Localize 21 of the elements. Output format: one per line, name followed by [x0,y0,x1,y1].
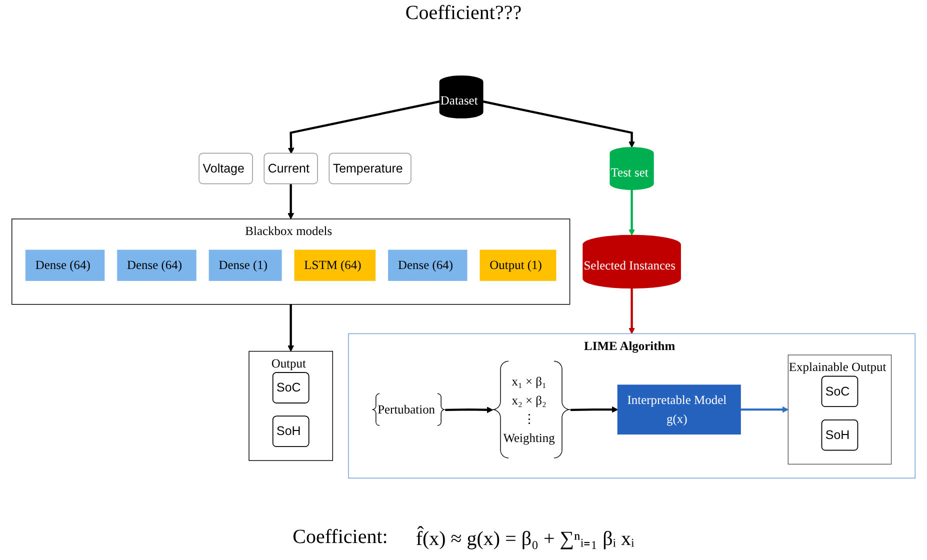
arrow [445,406,494,414]
arrow [740,406,788,413]
node-box: Interpretable Model g(x) [617,384,741,434]
node-box: LSTM (64) [294,250,376,281]
arrow [288,100,440,154]
node-box: Output (1) [480,250,556,281]
arrow [288,304,294,352]
arrow [628,190,635,236]
arrow [628,288,635,334]
node-box: Dense (1) [208,250,282,281]
arrow [288,184,294,220]
note-text: Coefficient??? [405,2,522,25]
caption-text: Coefficient: [292,526,388,549]
arrow [570,406,618,413]
node-box: Dense (64) [117,250,196,281]
arrow [482,100,635,148]
node-text: Pertubation [378,402,436,416]
node-box: Dense (64) [388,250,468,281]
node-box: Dense (64) [25,250,105,281]
formula-text: f̂(x) ≈ g(x) = β₀ + ∑ⁿᵢ₌₁ βᵢ xᵢ [416,525,634,551]
node-text: x₁ × β₁ x₂ × β₂ ⋮ Weighting [503,374,555,444]
